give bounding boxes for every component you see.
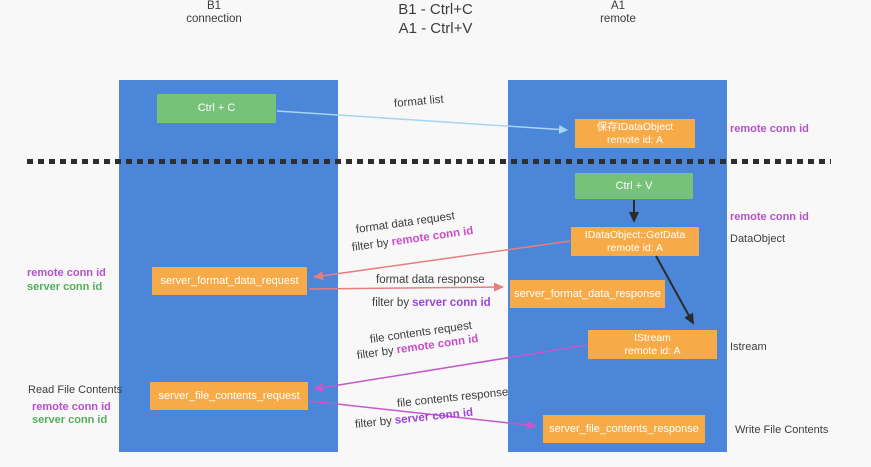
right-column-role: remote (600, 13, 636, 25)
istream-side-label: Istream (730, 341, 767, 353)
read-file-contents-label: Read File Contents (28, 384, 123, 396)
server-format-data-response-label: server_format_data_response (514, 287, 661, 300)
left-column-header: B1 connection (154, 0, 274, 26)
right-remote-conn-id-label-1: remote conn id (730, 123, 809, 135)
right-column-header: A1 remote (558, 0, 678, 26)
right-column-name: A1 (610, 0, 626, 12)
file-contents-response-label: file contents response (396, 386, 509, 410)
dataobject-label: DataObject (730, 233, 786, 245)
server-conn-id-text: server conn id (412, 297, 491, 309)
idataobject-getdata-line2: remote id: A (606, 241, 664, 254)
left-remote-conn-id-label-1: remote conn id (27, 267, 106, 279)
server-file-contents-response-box: server_file_contents_response (543, 415, 705, 443)
filter-by-text: filter by (351, 236, 390, 254)
left-column-name: B1 (206, 0, 222, 12)
filter-by-text: filter by (372, 297, 410, 309)
idataobject-getdata-line1: IDataObject::GetData (584, 228, 686, 241)
ctrl-v-box: Ctrl + V (575, 173, 693, 199)
title-line-2: A1 - Ctrl+V (398, 20, 473, 37)
server-file-contents-response-label: server_file_contents_response (549, 422, 699, 435)
left-remote-conn-id-label-2: remote conn id (32, 401, 111, 413)
server-conn-id-text: server conn id (394, 406, 474, 427)
diagram-title: B1 - Ctrl+C A1 - Ctrl+V (0, 0, 871, 38)
format-data-response-arrow (308, 282, 504, 292)
save-idataobject-line2: remote id: A (606, 133, 664, 146)
server-format-data-request-label: server_format_data_request (160, 274, 299, 287)
filter-by-text: filter by (356, 344, 395, 362)
left-column-role: connection (186, 13, 242, 25)
format-data-response-label: format data response (376, 274, 485, 286)
istream-line1: IStream (634, 331, 671, 344)
save-idataobject-line1: 保存IDataObject (596, 120, 674, 133)
session-divider-dashed-line (27, 159, 831, 164)
ctrl-v-label: Ctrl + V (615, 179, 653, 192)
save-idataobject-box: 保存IDataObject remote id: A (575, 119, 695, 148)
left-server-conn-id-label-2: server conn id (32, 414, 108, 426)
title-line-1: B1 - Ctrl+C (398, 1, 473, 18)
write-file-contents-label: Write File Contents (735, 424, 829, 436)
right-remote-conn-id-label-2: remote conn id (730, 211, 809, 223)
server-file-contents-request-box: server_file_contents_request (150, 382, 308, 410)
istream-line2: remote id: A (624, 344, 681, 357)
left-server-conn-id-label-1: server conn id (27, 281, 103, 293)
idataobject-getdata-box: IDataObject::GetData remote id: A (571, 227, 699, 256)
ctrl-c-box: Ctrl + C (157, 94, 276, 123)
server-format-data-request-box: server_format_data_request (152, 267, 307, 295)
server-format-data-response-box: server_format_data_response (510, 280, 665, 308)
format-list-label: format list (393, 93, 445, 110)
istream-box: IStream remote id: A (588, 330, 717, 359)
ctrl-c-label: Ctrl + C (197, 102, 236, 114)
server-file-contents-request-label: server_file_contents_request (158, 389, 300, 402)
filter-by-text: filter by (354, 415, 393, 431)
